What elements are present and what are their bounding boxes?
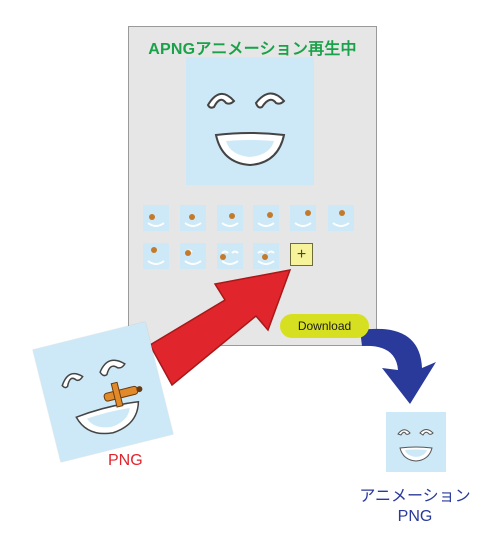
frame-thumbnail[interactable]	[217, 205, 243, 231]
frame-face-icon	[294, 210, 312, 227]
apng-label-line1: アニメーション	[359, 488, 471, 505]
png-label: PNG	[108, 452, 143, 469]
input-png-image	[32, 321, 174, 463]
frame-face-icon	[221, 213, 239, 227]
frame-thumbnail[interactable]	[180, 243, 206, 269]
face-with-airplane-icon	[61, 359, 143, 435]
frame-face-icon	[220, 250, 239, 265]
frame-face-icon	[184, 249, 202, 265]
frame-thumbnail[interactable]	[253, 243, 279, 269]
frame-thumbnail[interactable]	[253, 205, 279, 231]
frame-thumbnail[interactable]	[180, 205, 206, 231]
animation-preview	[186, 57, 314, 185]
download-button[interactable]: Download	[280, 314, 369, 338]
frame-thumbnail[interactable]	[217, 243, 243, 269]
frame-thumbnail[interactable]	[328, 205, 354, 231]
add-frame-button[interactable]: +	[290, 243, 313, 266]
apng-label: アニメーション PNG	[335, 487, 495, 527]
smiling-face-icon	[397, 429, 434, 462]
frame-face-icon	[332, 210, 350, 227]
frame-thumbnail[interactable]	[290, 205, 316, 231]
frame-face-icon	[257, 250, 275, 265]
frame-thumbnail[interactable]	[143, 205, 169, 231]
frame-face-icon	[184, 214, 202, 227]
frame-face-icon	[257, 212, 275, 227]
panel-title: APNGアニメーション再生中	[148, 41, 357, 58]
red-arrow-icon	[148, 269, 292, 387]
airplane-icon	[103, 381, 143, 408]
apng-label-line2: PNG	[397, 508, 433, 525]
smiling-face-icon	[206, 92, 286, 167]
blue-arrow-icon	[360, 328, 436, 404]
frame-face-icon	[147, 214, 165, 227]
frame-face-icon	[147, 247, 165, 265]
frame-thumbnail[interactable]	[143, 243, 169, 269]
output-apng-image	[386, 412, 446, 472]
